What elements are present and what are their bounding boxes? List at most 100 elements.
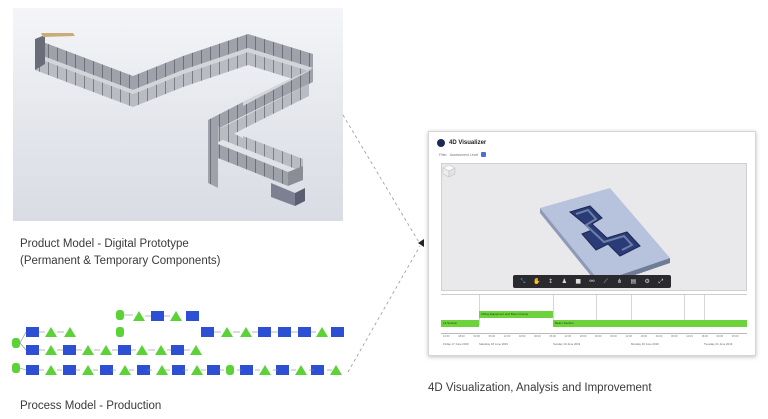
process-event-node [116, 310, 124, 320]
walk-icon[interactable]: ↕ [548, 278, 554, 285]
gantt-day-label: Saturday 18 June 2019 [479, 342, 508, 346]
process-resource-node [64, 327, 76, 337]
process-resource-node [45, 345, 57, 355]
product-caption-line1: Product Model - Digital Prototype [20, 238, 189, 250]
gantt-bar[interactable]: Lifting Equipment and Boom Frame [479, 311, 553, 318]
cursor-icon[interactable]: ⤡ [520, 277, 526, 285]
camera-icon[interactable]: ■ [575, 278, 581, 285]
process-event-node [12, 363, 20, 373]
gantt-divider [596, 295, 597, 325]
gantt-time-tick: 00:00 [655, 335, 663, 338]
wall-segment-middle [208, 68, 313, 188]
expand-icon[interactable]: ⤢ [658, 277, 664, 285]
cad-structure-drawing [35, 33, 313, 206]
person-icon[interactable]: ♟ [561, 278, 568, 285]
filter-row[interactable]: Filter Assessment Level [439, 152, 487, 157]
process-resource-node [119, 365, 131, 375]
process-activity-node [240, 365, 253, 375]
layers-icon[interactable]: ▤ [630, 278, 637, 285]
visualizer-window: 4D Visualizer Filter Assessment Level ⤡ [428, 131, 756, 356]
gantt-time-tick: 12:00 [503, 335, 511, 338]
3d-viewport[interactable] [441, 163, 747, 291]
gantt-time-tick: 18:00 [640, 335, 648, 338]
process-activity-node [171, 345, 184, 355]
wall-segment-top [35, 34, 313, 107]
settings-icon[interactable]: ⚙ [644, 278, 650, 285]
process-activity-node [26, 345, 39, 355]
process-resource-node [330, 365, 342, 375]
gantt-divider [553, 295, 554, 325]
process-activity-node [118, 345, 131, 355]
visualization-caption: 4D Visualization, Analysis and Improveme… [428, 382, 652, 394]
process-resource-node [316, 327, 328, 337]
process-activity-node [298, 327, 311, 337]
measure-icon[interactable]: ⟋ [603, 277, 608, 285]
view-cube-icon[interactable] [442, 164, 456, 178]
pointer-arrow-icon [418, 239, 424, 247]
process-resource-node [82, 345, 94, 355]
gantt-timeline[interactable]: Lifting Equipment and Boom Frame L3 Sect… [441, 294, 747, 346]
visualizer-header: 4D Visualizer [429, 132, 755, 154]
visualizer-title: 4D Visualizer [449, 140, 487, 146]
filter-value[interactable]: Assessment Level [449, 152, 479, 157]
gantt-bar[interactable]: Beam Section [553, 320, 747, 327]
wall-segment-bottom [218, 136, 305, 206]
gantt-time-tick: 12:00 [564, 335, 572, 338]
process-edge [19, 342, 27, 351]
hand-icon[interactable]: ✋ [532, 278, 541, 285]
gantt-day-label: Tuesday 21 June 2019 [704, 342, 733, 346]
gantt-divider [631, 295, 632, 325]
gantt-time-tick: 12:00 [443, 335, 450, 338]
filter-chip-icon[interactable] [481, 152, 487, 157]
process-resource-node [259, 365, 271, 375]
process-resource-node [45, 327, 57, 337]
link-icon[interactable]: ⚯ [589, 278, 595, 285]
process-activity-node [311, 365, 324, 375]
gantt-divider [684, 295, 685, 325]
gantt-time-tick: 18:00 [579, 335, 587, 338]
process-activity-node [151, 311, 164, 321]
product-model-caption: Product Model - Digital Prototype (Perma… [20, 236, 221, 270]
process-activity-node [201, 327, 214, 337]
gantt-day-label: Friday 17 June 2019 [443, 342, 469, 346]
gantt-day-label: Monday 20 June 2019 [631, 342, 659, 346]
process-resource-node [190, 345, 202, 355]
gantt-time-tick: 18:00 [519, 335, 526, 338]
process-resource-node [133, 311, 145, 321]
process-activity-node [186, 311, 199, 321]
gantt-bar[interactable]: L3 Section [441, 320, 479, 327]
wall-end-cap [35, 35, 45, 70]
process-activity-node [63, 345, 76, 355]
filter-label: Filter [439, 152, 447, 157]
process-edge [19, 367, 27, 371]
structure-model [568, 205, 641, 257]
gantt-time-tick: 18:00 [458, 335, 465, 338]
process-resource-node [221, 327, 233, 337]
process-resource-node [170, 311, 182, 321]
process-resource-node [156, 365, 168, 375]
process-edge [19, 331, 27, 344]
gantt-time-tick: 00:00 [473, 335, 480, 338]
gantt-time-axis: 12:00 18:00 00:00 06:00 12:00 18:00 00:00 06:00… [441, 333, 747, 347]
process-activity-node [26, 327, 39, 337]
hierarchy-icon[interactable]: ⋔ [617, 278, 623, 285]
process-activity-node [276, 365, 289, 375]
gantt-divider [479, 295, 480, 325]
3d-model-drawing [540, 188, 670, 287]
gantt-time-tick: 00:00 [595, 335, 602, 338]
process-activity-node [331, 327, 344, 337]
process-event-node [12, 338, 20, 348]
gantt-time-tick: 18:00 [701, 335, 708, 338]
beam-element [41, 33, 75, 37]
gantt-time-tick: 06:00 [731, 335, 739, 338]
gantt-time-tick: 06:00 [549, 335, 556, 338]
process-activity-node [63, 365, 76, 375]
callout-line-bottom [347, 245, 421, 373]
process-activity-node [278, 327, 291, 337]
site-slab-edge-left [540, 208, 600, 287]
gantt-time-tick: 12:00 [625, 335, 632, 338]
gantt-time-tick: 06:00 [671, 335, 678, 338]
process-resource-node [295, 365, 307, 375]
gantt-divider [704, 295, 705, 325]
